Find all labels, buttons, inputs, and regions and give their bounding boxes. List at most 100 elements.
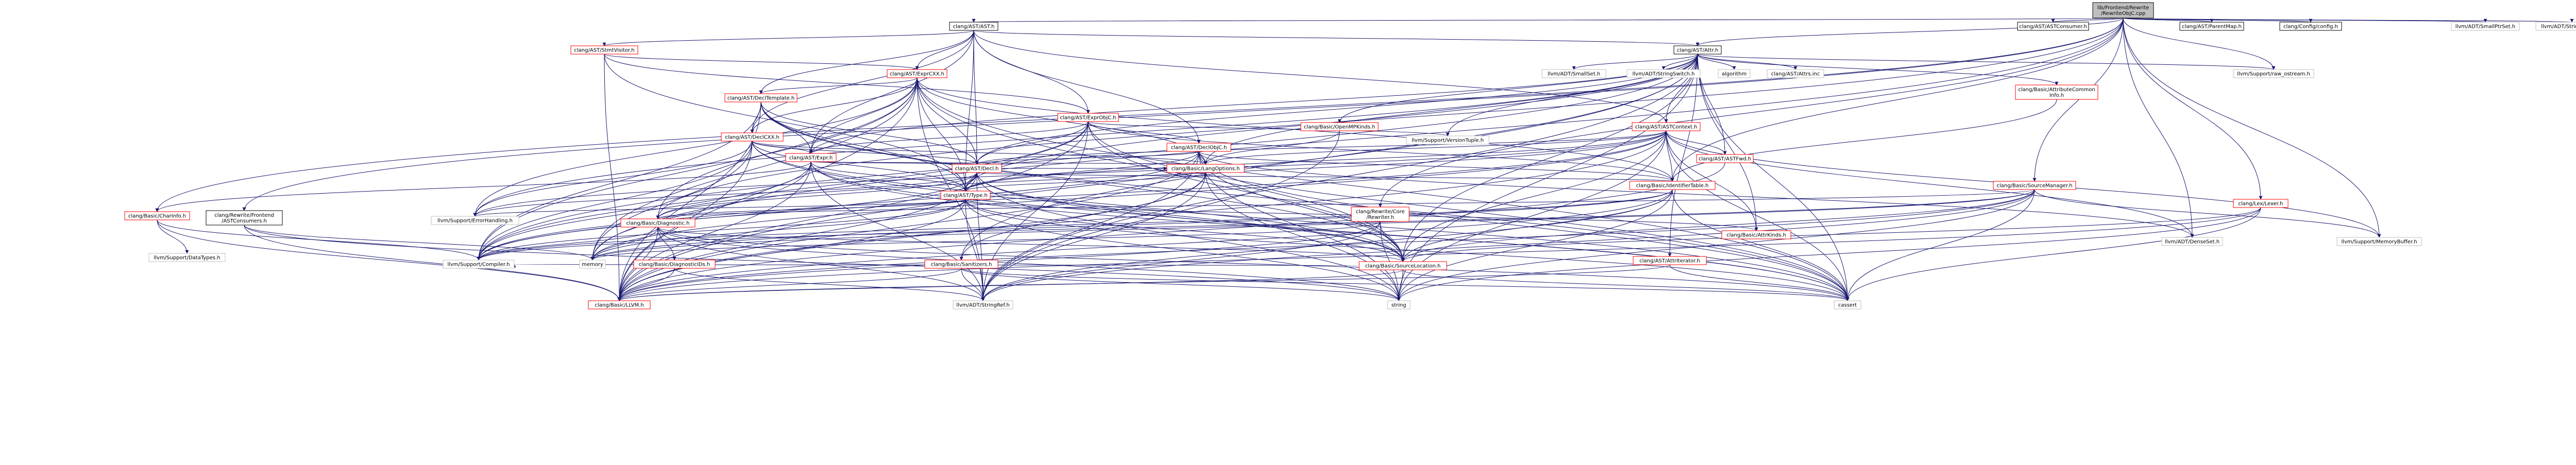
node-box-string <box>1387 300 1411 309</box>
node-box-exprobjc <box>1057 113 1119 122</box>
edge-sourcemanager-to-compiler <box>477 189 2035 261</box>
node-declcxx[interactable]: clang/AST/DeclCXX.h <box>721 132 784 142</box>
node-langoptions[interactable]: clang/Basic/LangOptions.h <box>1166 164 1245 173</box>
edge-identifiertable-to-compiler <box>477 189 1673 261</box>
node-box-exprcxx <box>887 69 947 78</box>
node-memorybuffer[interactable]: llvm/Support/MemoryBuffer.h <box>2336 237 2422 246</box>
edge-sourcemanager-to-memory <box>590 189 2035 261</box>
node-diagnosticids[interactable]: clang/Basic/DiagnosticIDs.h <box>633 260 716 269</box>
node-diagnostic[interactable]: clang/Basic/Diagnostic.h <box>620 218 696 228</box>
node-box-lexer <box>2233 199 2289 208</box>
edge-decl_h-to-sourcelocation <box>976 172 1405 262</box>
edge-attr_h-to-stringref <box>981 54 1698 301</box>
node-box-rewritecore <box>1351 206 1410 222</box>
node-sourcelocation[interactable]: clang/Basic/SourceLocation.h <box>1359 261 1447 270</box>
node-astconsumer[interactable]: clang/AST/ASTConsumer.h <box>2017 22 2089 31</box>
edge-sourcemanager-to-memorybuffer <box>2034 189 2381 238</box>
node-string[interactable]: string <box>1387 300 1411 309</box>
node-expr_h[interactable]: clang/AST/Expr.h <box>785 153 837 162</box>
edge-attr_h-to-smallset <box>1572 54 1698 70</box>
node-box-smallset <box>1541 69 1606 78</box>
edge-root-to-charinfo <box>155 18 2124 212</box>
node-sanitizers[interactable]: clang/Basic/Sanitizers.h <box>924 260 998 269</box>
node-attr_h[interactable]: clang/AST/Attr.h <box>1673 45 1722 55</box>
edge-charinfo-to-basicllvm <box>157 219 621 301</box>
node-charinfo[interactable]: clang/Basic/CharInfo.h <box>124 211 190 220</box>
node-basicllvm[interactable]: clang/Basic/LLVM.h <box>588 300 651 309</box>
node-astfwd[interactable]: clang/AST/ASTFwd.h <box>1696 154 1754 163</box>
node-datatypes[interactable]: llvm/Support/DataTypes.h <box>148 253 226 262</box>
node-openmpkinds[interactable]: clang/Basic/OpenMPKinds.h <box>1300 122 1379 131</box>
node-parentmap[interactable]: clang/AST/ParentMap.h <box>2179 22 2244 31</box>
node-box-memorybuffer <box>2336 237 2422 246</box>
node-sourcemanager[interactable]: clang/Basic/SourceManager.h <box>1993 181 2076 190</box>
edge-attr_h-to-string <box>1397 54 1698 301</box>
node-algorithm[interactable]: algorithm <box>1718 69 1751 78</box>
node-box-identifiertable <box>1629 181 1716 190</box>
node-smallset[interactable]: llvm/ADT/SmallSet.h <box>1541 69 1606 78</box>
node-stmtvisitor[interactable]: clang/AST/StmtVisitor.h <box>570 45 638 55</box>
node-exprobjc[interactable]: clang/AST/ExprObjC.h <box>1057 113 1119 122</box>
node-label-stmtvisitor: clang/AST/StmtVisitor.h <box>574 48 634 54</box>
edge-decltemplate-to-decl_h <box>760 101 979 165</box>
node-label-decltemplate: clang/AST/DeclTemplate.h <box>727 96 794 101</box>
edge-attr_h-to-attrcommoninfo <box>1697 54 2059 85</box>
edge-diagnostic-to-diagnosticids <box>657 227 676 261</box>
edge-exprcxx-to-memory <box>590 77 918 261</box>
node-type_h[interactable]: clang/AST/Type.h <box>940 191 991 200</box>
edge-exprcxx-to-diagnostic <box>656 77 918 219</box>
node-versiontuple[interactable]: llvm/Support/VersionTuple.h <box>1406 135 1489 145</box>
node-compiler[interactable]: llvm/Support/Compiler.h <box>443 260 515 269</box>
node-ast_h[interactable]: clang/AST/AST.h <box>949 22 998 31</box>
node-rewritecore[interactable]: clang/Rewrite/Core/Rewriter.h <box>1351 206 1410 222</box>
node-memory[interactable]: memory <box>579 260 606 269</box>
node-stringswitch[interactable]: llvm/ADT/StringSwitch.h <box>1626 69 1701 78</box>
edge-langoptions-to-basicllvm <box>617 172 1206 301</box>
edge-attr_h-to-attriterator <box>1668 54 1698 257</box>
node-errorhandling[interactable]: llvm/Support/ErrorHandling.h <box>431 216 519 225</box>
node-decl_h[interactable]: clang/AST/Decl.h <box>952 164 1002 173</box>
edge-stmtvisitor-to-basicllvm <box>604 54 621 301</box>
edge-exprcxx-to-basicllvm <box>617 77 918 301</box>
edge-declobjc-to-decl_h <box>975 151 1199 165</box>
edge-openmpkinds-to-langoptions <box>1204 130 1340 165</box>
edge-root-to-lexer <box>2123 18 2263 200</box>
edge-declobjc-to-type_h <box>963 151 1199 192</box>
node-attriterator[interactable]: clang/AST/AttrIterator.h <box>1633 256 1707 265</box>
node-box-datatypes <box>148 253 226 262</box>
node-box-stringswitch <box>1626 69 1701 78</box>
edge-declobjc-to-cassert <box>1198 151 1850 301</box>
node-box-smallptrset <box>2451 22 2520 31</box>
edge-exprobjc-to-versiontuple <box>1088 121 1450 136</box>
node-box-astconsumer <box>2017 22 2089 31</box>
node-label-identifiertable: clang/Basic/IdentifierTable.h <box>1636 183 1709 189</box>
edge-root-to-parentmap <box>2123 18 2214 23</box>
node-box-attr_h <box>1673 45 1722 55</box>
node-box-errorhandling <box>431 216 519 225</box>
node-label-attrsinc: clang/AST/Attrs.inc <box>1771 72 1820 77</box>
node-config[interactable]: clang/Config/config.h <box>2279 22 2342 31</box>
node-exprcxx[interactable]: clang/AST/ExprCXX.h <box>887 69 947 78</box>
node-attrkinds[interactable]: clang/Basic/AttrKinds.h <box>1721 230 1791 239</box>
node-smallptrset[interactable]: llvm/ADT/SmallPtrSet.h <box>2451 22 2520 31</box>
edge-astcontext-to-type_h <box>963 130 1667 192</box>
edge-declcxx-to-expr_h <box>752 141 813 154</box>
node-cassert[interactable]: cassert <box>1834 300 1861 309</box>
node-raw_ostream[interactable]: llvm/Support/raw_ostream.h <box>2233 69 2314 78</box>
node-lexer[interactable]: clang/Lex/Lexer.h <box>2233 199 2289 208</box>
node-label-sourcemanager: clang/Basic/SourceManager.h <box>1996 183 2072 189</box>
node-stringextras[interactable]: llvm/ADT/StringExtras.h <box>2535 22 2576 31</box>
node-rewritefrontend[interactable]: clang/Rewrite/Frontend/ASTConsumers.h <box>206 210 283 226</box>
edge-root-to-diagnostic <box>656 18 2124 219</box>
edge-exprcxx-to-cassert <box>917 77 1850 301</box>
node-stringref[interactable]: llvm/ADT/StringRef.h <box>953 300 1013 309</box>
node-declobjc[interactable]: clang/AST/DeclObjC.h <box>1166 143 1231 152</box>
node-identifiertable[interactable]: clang/Basic/IdentifierTable.h <box>1629 181 1716 190</box>
node-denseset[interactable]: llvm/ADT/DenseSet.h <box>2161 237 2223 246</box>
node-astcontext[interactable]: clang/AST/ASTContext.h <box>1632 122 1701 131</box>
node-decltemplate[interactable]: clang/AST/DeclTemplate.h <box>724 93 798 102</box>
node-attrsinc[interactable]: clang/AST/Attrs.inc <box>1767 69 1824 78</box>
edge-rewritefrontend-to-basicllvm <box>244 225 621 301</box>
edge-diagnostic-to-memory <box>590 227 658 261</box>
